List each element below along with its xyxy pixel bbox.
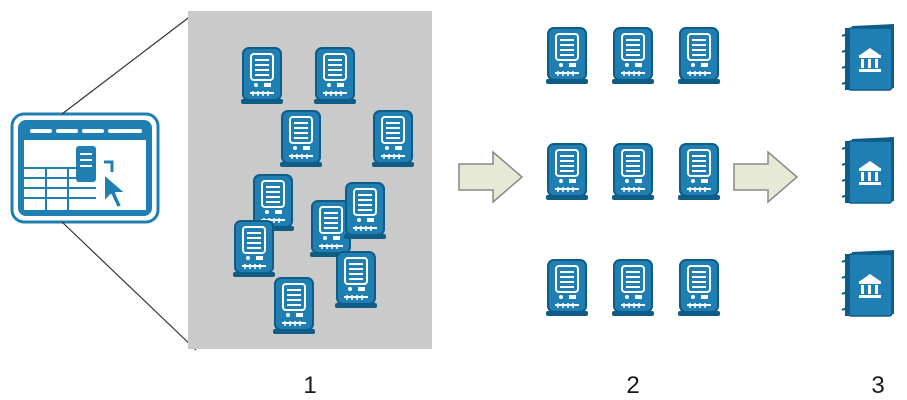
step-3-label: 3 <box>871 372 884 399</box>
server-icon <box>313 46 357 106</box>
server-icon <box>279 109 323 169</box>
step-1-label: 1 <box>303 372 316 399</box>
server-icon <box>677 142 721 202</box>
server-icon <box>545 142 589 202</box>
server-icon <box>334 250 378 310</box>
bank-book-icon <box>840 22 896 92</box>
server-icon <box>232 219 276 279</box>
server-icon <box>677 26 721 86</box>
server-icon <box>371 109 415 169</box>
step-2-servers <box>545 26 721 318</box>
bank-book-icon <box>840 135 896 205</box>
step-3-books <box>840 22 896 318</box>
zoom-line-bottom <box>61 221 197 351</box>
server-icon <box>611 26 655 86</box>
server-icon <box>343 181 387 241</box>
server-icon <box>611 258 655 318</box>
server-icon <box>545 26 589 86</box>
server-icon <box>272 276 316 336</box>
step-2-label: 2 <box>626 372 639 399</box>
server-icon <box>677 258 721 318</box>
bank-book-icon <box>840 248 896 318</box>
zoom-line-top <box>61 11 197 115</box>
arrow-right-icon <box>458 151 523 203</box>
spreadsheet-cursor-icon <box>10 112 160 224</box>
server-icon <box>545 258 589 318</box>
server-icon <box>611 142 655 202</box>
server-icon <box>240 46 284 106</box>
arrow-right-icon <box>733 151 798 203</box>
